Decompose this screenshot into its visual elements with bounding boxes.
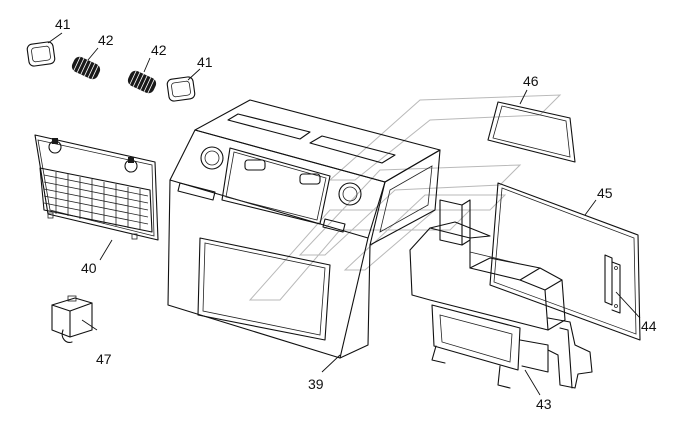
callout-40: 40 <box>81 260 97 276</box>
callout-41-left: 41 <box>55 16 71 32</box>
callout-44: 44 <box>641 318 657 334</box>
leader-lines <box>47 32 641 396</box>
cap-41-left <box>26 41 56 67</box>
grille-slots <box>43 172 149 230</box>
side-panel-45 <box>489 182 641 341</box>
callout-42-right: 42 <box>151 42 167 58</box>
bracket-44 <box>604 254 621 314</box>
small-box-47 <box>51 295 93 343</box>
gasket-46 <box>487 101 576 163</box>
callout-46: 46 <box>523 73 539 89</box>
dashboard-housing-39 <box>167 99 441 359</box>
callout-39: 39 <box>308 376 324 392</box>
grille-panel-40 <box>34 134 159 241</box>
callout-47: 47 <box>96 351 112 367</box>
callout-43: 43 <box>536 396 552 412</box>
cap-41-right <box>166 76 196 102</box>
heater-unit-43 <box>409 199 593 389</box>
watermark-logo <box>248 94 562 301</box>
callout-labels: 41 42 42 41 46 45 44 40 47 39 43 <box>55 16 657 412</box>
callout-42-left: 42 <box>98 32 114 48</box>
callout-41-right: 41 <box>197 54 213 70</box>
knob-42-left <box>71 56 101 80</box>
knob-42-right <box>127 70 157 94</box>
callout-45: 45 <box>597 185 613 201</box>
